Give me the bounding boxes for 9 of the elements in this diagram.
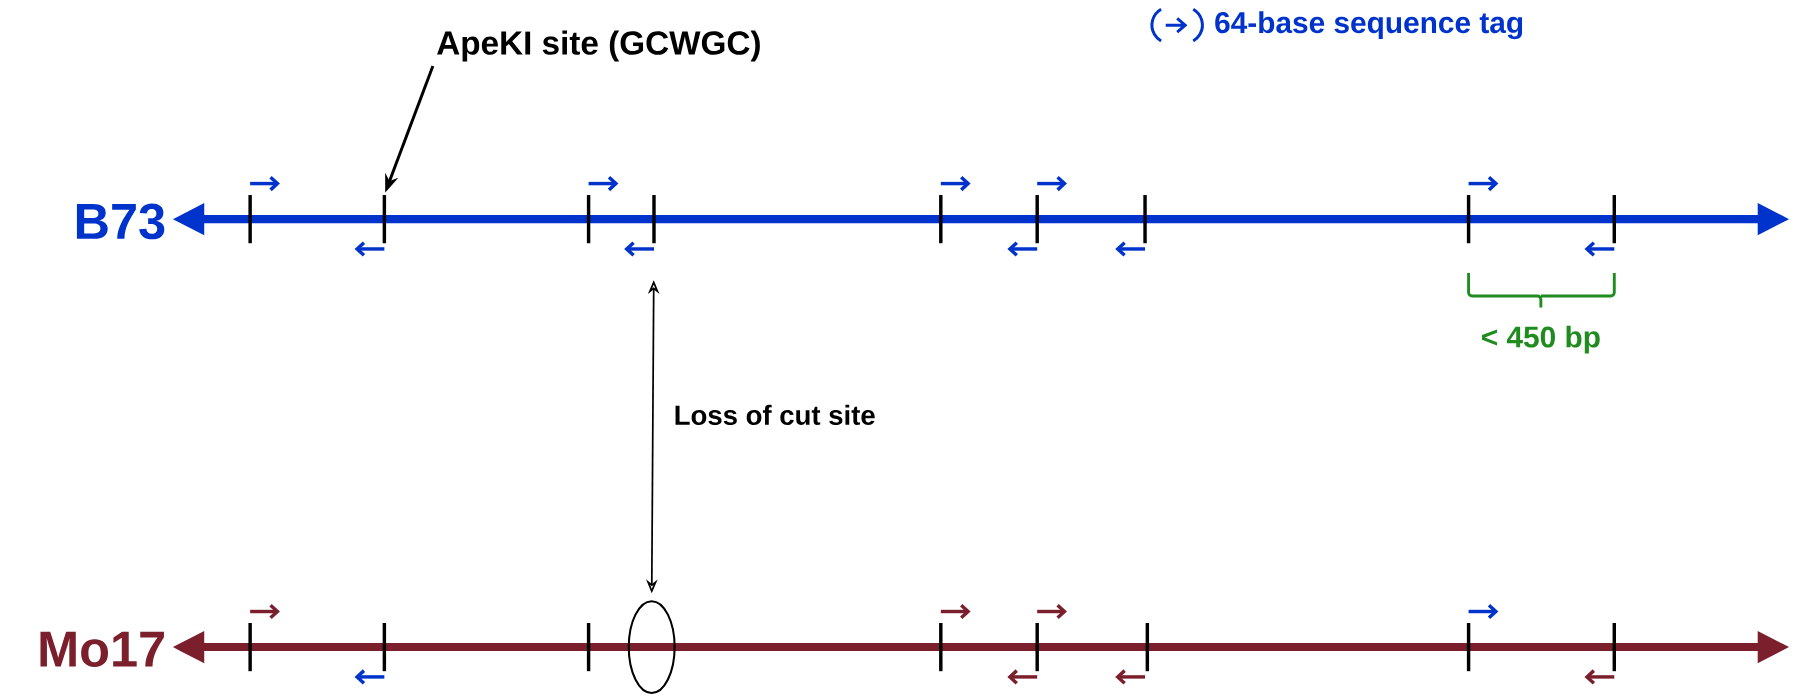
edge-label: Loss of cut site (675, 405, 875, 426)
line-label: B73 (76, 203, 165, 240)
missing-site-ellipse (627, 600, 676, 695)
site-label: ApeKI site (GCWGC) (437, 30, 760, 62)
cut-site-tick (382, 195, 387, 244)
cut-site-tick (652, 195, 656, 244)
size-label: < 450 bp (1482, 325, 1600, 354)
legend-text: 64-base sequence tag (1215, 11, 1523, 40)
line-label: Mo17 (40, 632, 164, 668)
